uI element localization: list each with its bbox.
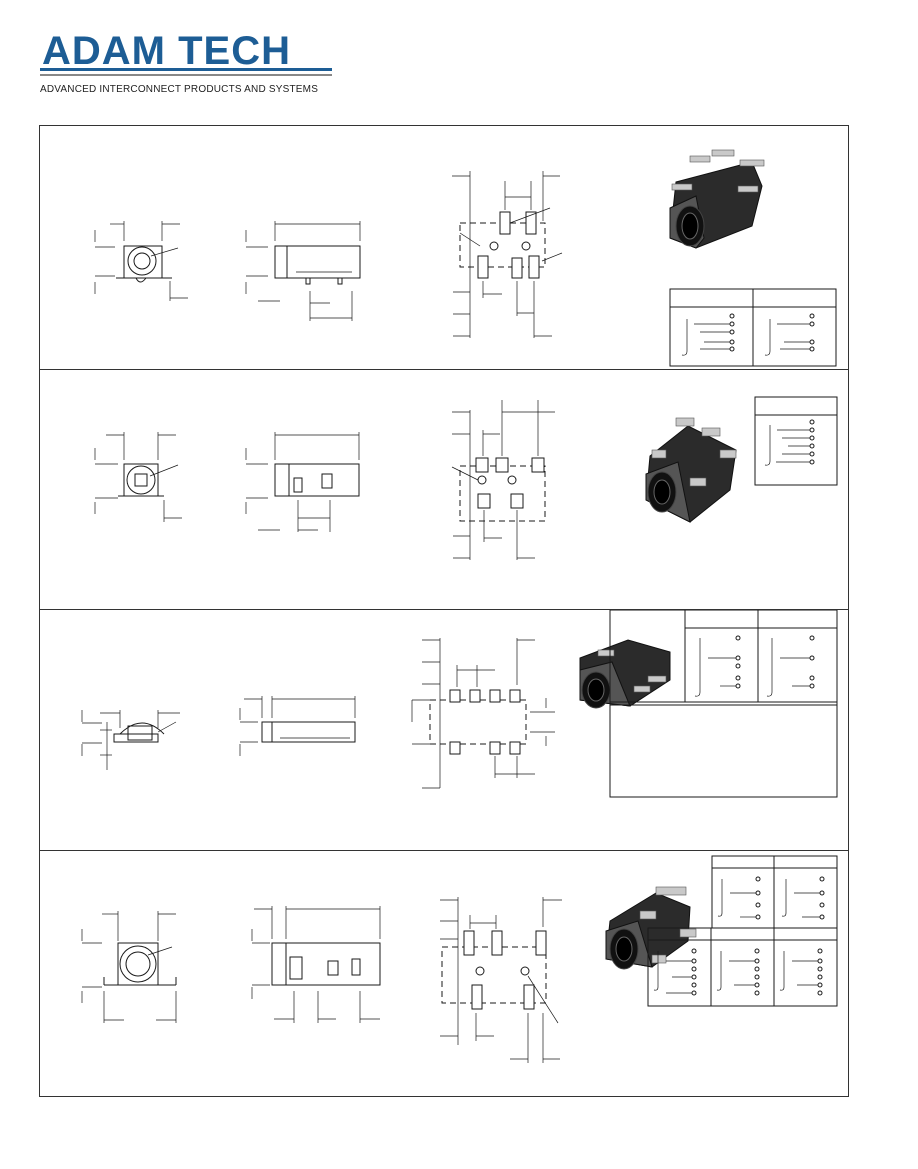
section-row-3 xyxy=(40,610,848,851)
side-view-1 xyxy=(245,221,361,321)
schematic-table-1 xyxy=(669,288,837,367)
front-view-3 xyxy=(81,710,180,770)
section-3-drawings xyxy=(81,610,838,798)
side-view-4 xyxy=(251,906,381,1023)
drawing-frame xyxy=(39,125,849,1097)
section-4-drawings xyxy=(81,855,838,1063)
section-2-drawings xyxy=(94,396,838,560)
component-photo-3 xyxy=(579,639,671,709)
schematic-tables-3-bottom xyxy=(609,701,838,798)
section-row-2 xyxy=(40,370,848,610)
brand-tagline: ADVANCED INTERCONNECT PRODUCTS AND SYSTE… xyxy=(40,84,319,95)
section-row-4 xyxy=(40,851,848,1096)
schematic-table-2 xyxy=(754,396,838,486)
adam-tech-logo: ADAM TECH xyxy=(40,30,332,76)
pcb-footprint-1 xyxy=(452,171,563,338)
front-view-4 xyxy=(81,911,177,1023)
side-view-2 xyxy=(245,432,360,532)
side-view-3 xyxy=(239,696,356,756)
pcb-footprint-2 xyxy=(451,400,555,560)
section-1-drawings xyxy=(94,149,837,367)
pcb-footprint-3 xyxy=(411,638,555,789)
component-photo-2 xyxy=(645,417,737,523)
front-view-2 xyxy=(94,432,182,522)
pcb-footprint-4 xyxy=(440,897,562,1063)
front-view-1 xyxy=(94,221,188,301)
schematic-tables-4 xyxy=(647,855,838,1007)
logo-wordmark: ADAM TECH xyxy=(42,30,291,73)
section-row-1 xyxy=(40,126,848,370)
component-photo-1 xyxy=(669,149,765,249)
